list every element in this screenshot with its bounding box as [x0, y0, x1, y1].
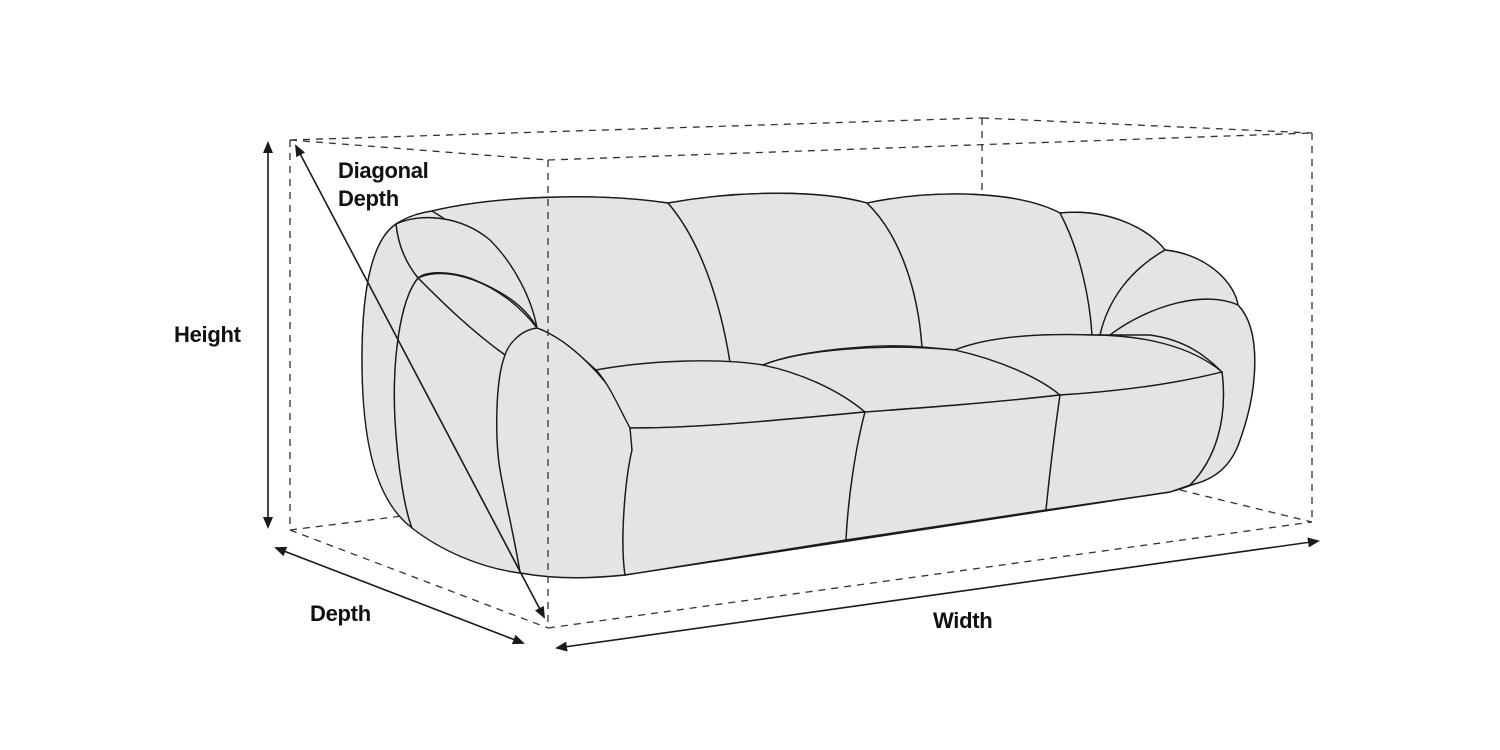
width-arrow — [555, 537, 1320, 652]
bounding-box-hidden-edges — [289, 118, 1313, 531]
box-top-back-right-edge — [981, 117, 1313, 134]
depth-label: Depth — [310, 601, 371, 626]
sofa-illustration — [361, 192, 1256, 579]
front-panel-left — [622, 411, 866, 576]
height-label: Height — [174, 322, 241, 347]
box-back-bottom-left-edge — [289, 514, 411, 531]
diagonal-depth-label-line2: Depth — [338, 186, 399, 211]
box-top-back-edge — [289, 117, 983, 141]
front-panel-right — [1045, 371, 1225, 511]
diagonal-depth-arrow — [295, 144, 545, 619]
diagonal-depth-label-line1: Diagonal — [338, 158, 429, 183]
width-label: Width — [933, 608, 993, 633]
box-top-left-edge — [289, 139, 549, 161]
dimension-arrows — [263, 141, 1320, 652]
front-panel-middle — [845, 394, 1061, 541]
box-back-bottom-right-edge — [1179, 489, 1313, 523]
diagonal-depth-label: Diagonal Depth — [338, 157, 429, 213]
box-top-front-edge — [547, 132, 1313, 161]
